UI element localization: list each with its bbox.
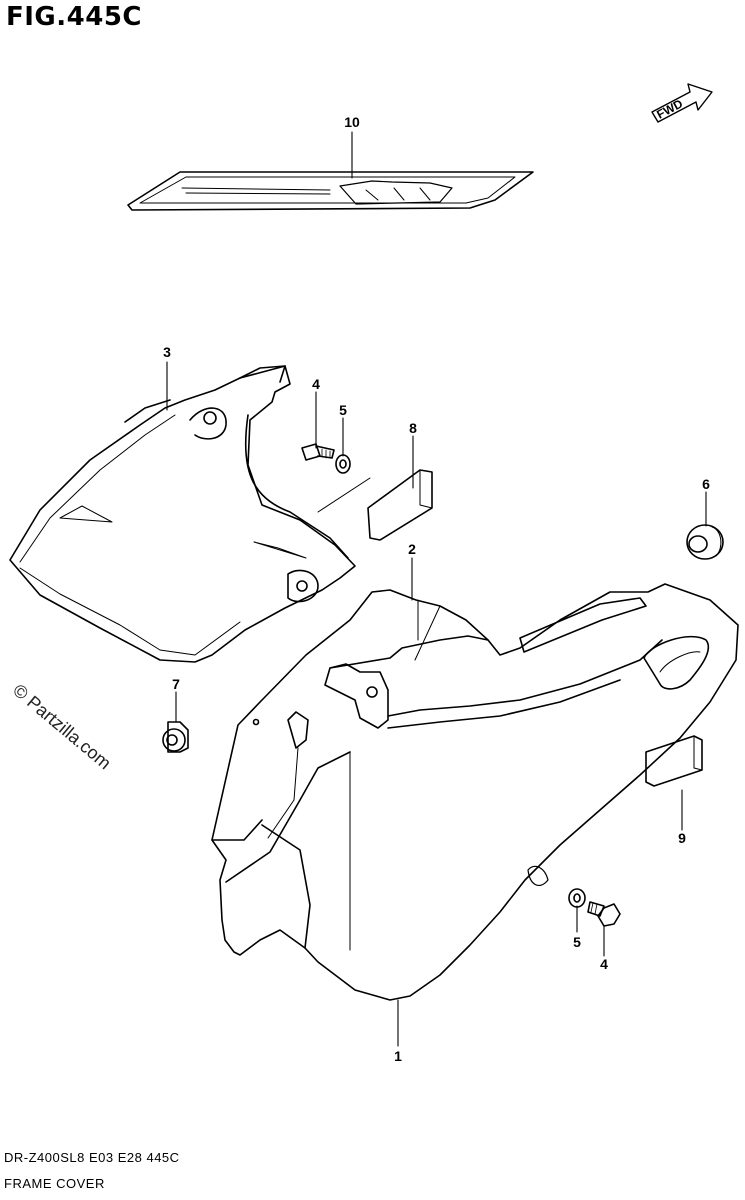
grommet-part-6 xyxy=(686,524,724,560)
callout-part-1: 1 xyxy=(394,1048,402,1064)
bolt-part-4-lower xyxy=(587,901,621,927)
figure-title: FIG.445C xyxy=(6,2,143,32)
model-code: DR-Z400SL8 E03 E28 445C xyxy=(4,1150,180,1165)
callout-leader-lines xyxy=(166,131,707,1047)
outer-frame-cover-part-1 xyxy=(211,583,739,1001)
fwd-text: FWD xyxy=(654,96,686,122)
grommet-part-7 xyxy=(162,721,189,753)
callout-part-4-lower: 4 xyxy=(600,956,608,972)
callout-part-8: 8 xyxy=(409,420,417,436)
callout-part-2: 2 xyxy=(408,541,416,557)
callout-part-10: 10 xyxy=(344,114,360,130)
callout-part-5-lower: 5 xyxy=(573,934,581,950)
fwd-label: FWD xyxy=(650,82,686,122)
washer-part-5-lower xyxy=(568,888,586,908)
pad-part-9 xyxy=(645,735,703,787)
washer-part-5-upper xyxy=(335,454,351,474)
leader-line-part-8 xyxy=(317,477,371,513)
callout-part-3: 3 xyxy=(163,344,171,360)
bolt-part-4-upper xyxy=(301,443,335,461)
callout-part-6: 6 xyxy=(702,476,710,492)
callout-part-5-upper: 5 xyxy=(339,402,347,418)
forward-direction-arrow xyxy=(651,83,713,123)
decal-emblem-part-10 xyxy=(127,171,534,211)
callout-part-4-upper: 4 xyxy=(312,376,320,392)
section-name: FRAME COVER xyxy=(4,1176,105,1191)
callout-part-9: 9 xyxy=(678,830,686,846)
callout-part-7: 7 xyxy=(172,676,180,692)
pad-part-8 xyxy=(367,469,433,541)
inner-frame-cover-part-3 xyxy=(9,365,356,663)
